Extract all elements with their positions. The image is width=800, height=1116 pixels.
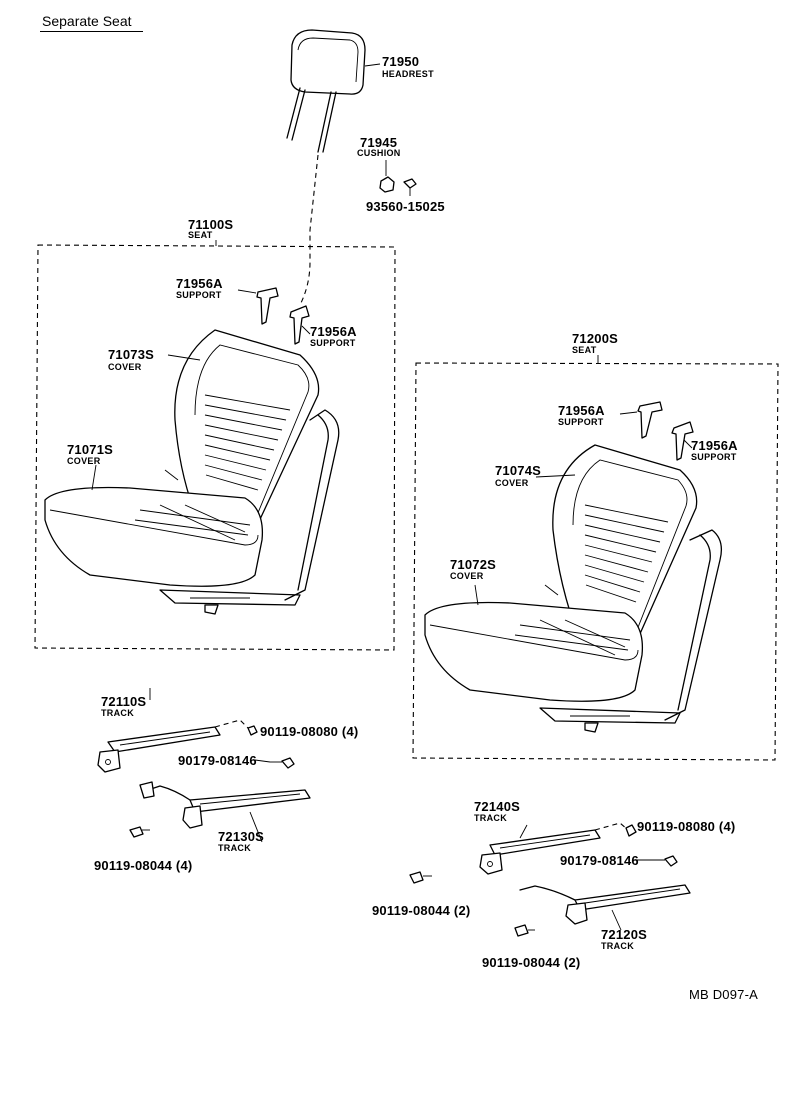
part-name-seat-left: SEAT — [188, 230, 213, 240]
part-number-nut-left: 90179-08146 — [178, 753, 257, 768]
part-number-nut-right: 90179-08146 — [560, 853, 639, 868]
part-number-cover-back-left: 71073S — [108, 347, 155, 362]
part-name-support-left-b: SUPPORT — [310, 338, 356, 348]
part-name-track-72110s: TRACK — [101, 708, 134, 718]
part-number-support-left-b: 71956A — [310, 324, 357, 339]
cushion-drawing — [379, 160, 417, 196]
part-number-bolt-left-lower: 90119-08044 (4) — [94, 858, 193, 873]
part-name-cushion: CUSHION — [357, 148, 401, 158]
part-number-track-72110s: 72110S — [101, 694, 147, 709]
part-name-cover-cushion-right: COVER — [450, 571, 484, 581]
catalog-code: MB D097-A — [689, 987, 758, 1002]
part-name-cover-back-left: COVER — [108, 362, 142, 372]
headrest-guide-line — [299, 154, 319, 306]
part-number-cover-back-right: 71074S — [495, 463, 542, 478]
part-number-bolt-right-upper: 90119-08080 (4) — [637, 819, 736, 834]
part-number-track-72120s: 72120S — [601, 927, 648, 942]
seat-left-box — [34, 244, 396, 651]
part-number-support-right-a: 71956A — [558, 403, 605, 418]
part-number-track-72130s: 72130S — [218, 829, 265, 844]
part-name-support-right-a: SUPPORT — [558, 417, 604, 427]
part-number-track-72140s: 72140S — [474, 799, 521, 814]
part-number-seat-right: 71200S — [572, 331, 619, 346]
part-name-track-72120s: TRACK — [601, 941, 634, 951]
track-left-drawing — [97, 719, 311, 838]
part-number-headrest: 71950 — [382, 54, 420, 69]
seat-right-drawing — [424, 401, 723, 733]
part-number-support-left-a: 71956A — [176, 276, 223, 291]
part-number-cushion: 71945 — [360, 135, 398, 150]
track-right-drawing — [409, 822, 691, 937]
part-number-bolt-right-middle: 90119-08044 (2) — [372, 903, 471, 918]
part-name-headrest: HEADREST — [382, 69, 434, 79]
part-number-cover-cushion-right: 71072S — [450, 557, 497, 572]
headrest-drawing — [286, 29, 381, 153]
part-name-support-right-b: SUPPORT — [691, 452, 737, 462]
part-number-bolt-left-upper: 90119-08080 (4) — [260, 724, 359, 739]
part-name-seat-right: SEAT — [572, 345, 597, 355]
part-number-support-right-b: 71956A — [691, 438, 738, 453]
part-number-bolt-right-lower: 90119-08044 (2) — [482, 955, 581, 970]
part-name-track-72140s: TRACK — [474, 813, 507, 823]
diagram-title: Separate Seat — [42, 13, 132, 29]
leader-lines — [91, 354, 665, 931]
title-underline — [40, 31, 143, 32]
part-number-cushion-screw: 93560-15025 — [366, 199, 445, 214]
part-number-cover-cushion-left: 71071S — [67, 442, 114, 457]
seat-left-drawing — [44, 287, 340, 615]
seat-right-box — [412, 362, 779, 761]
part-name-cover-cushion-left: COVER — [67, 456, 101, 466]
part-name-track-72130s: TRACK — [218, 843, 251, 853]
part-name-support-left-a: SUPPORT — [176, 290, 222, 300]
part-name-cover-back-right: COVER — [495, 478, 529, 488]
part-number-seat-left: 71100S — [188, 217, 234, 232]
